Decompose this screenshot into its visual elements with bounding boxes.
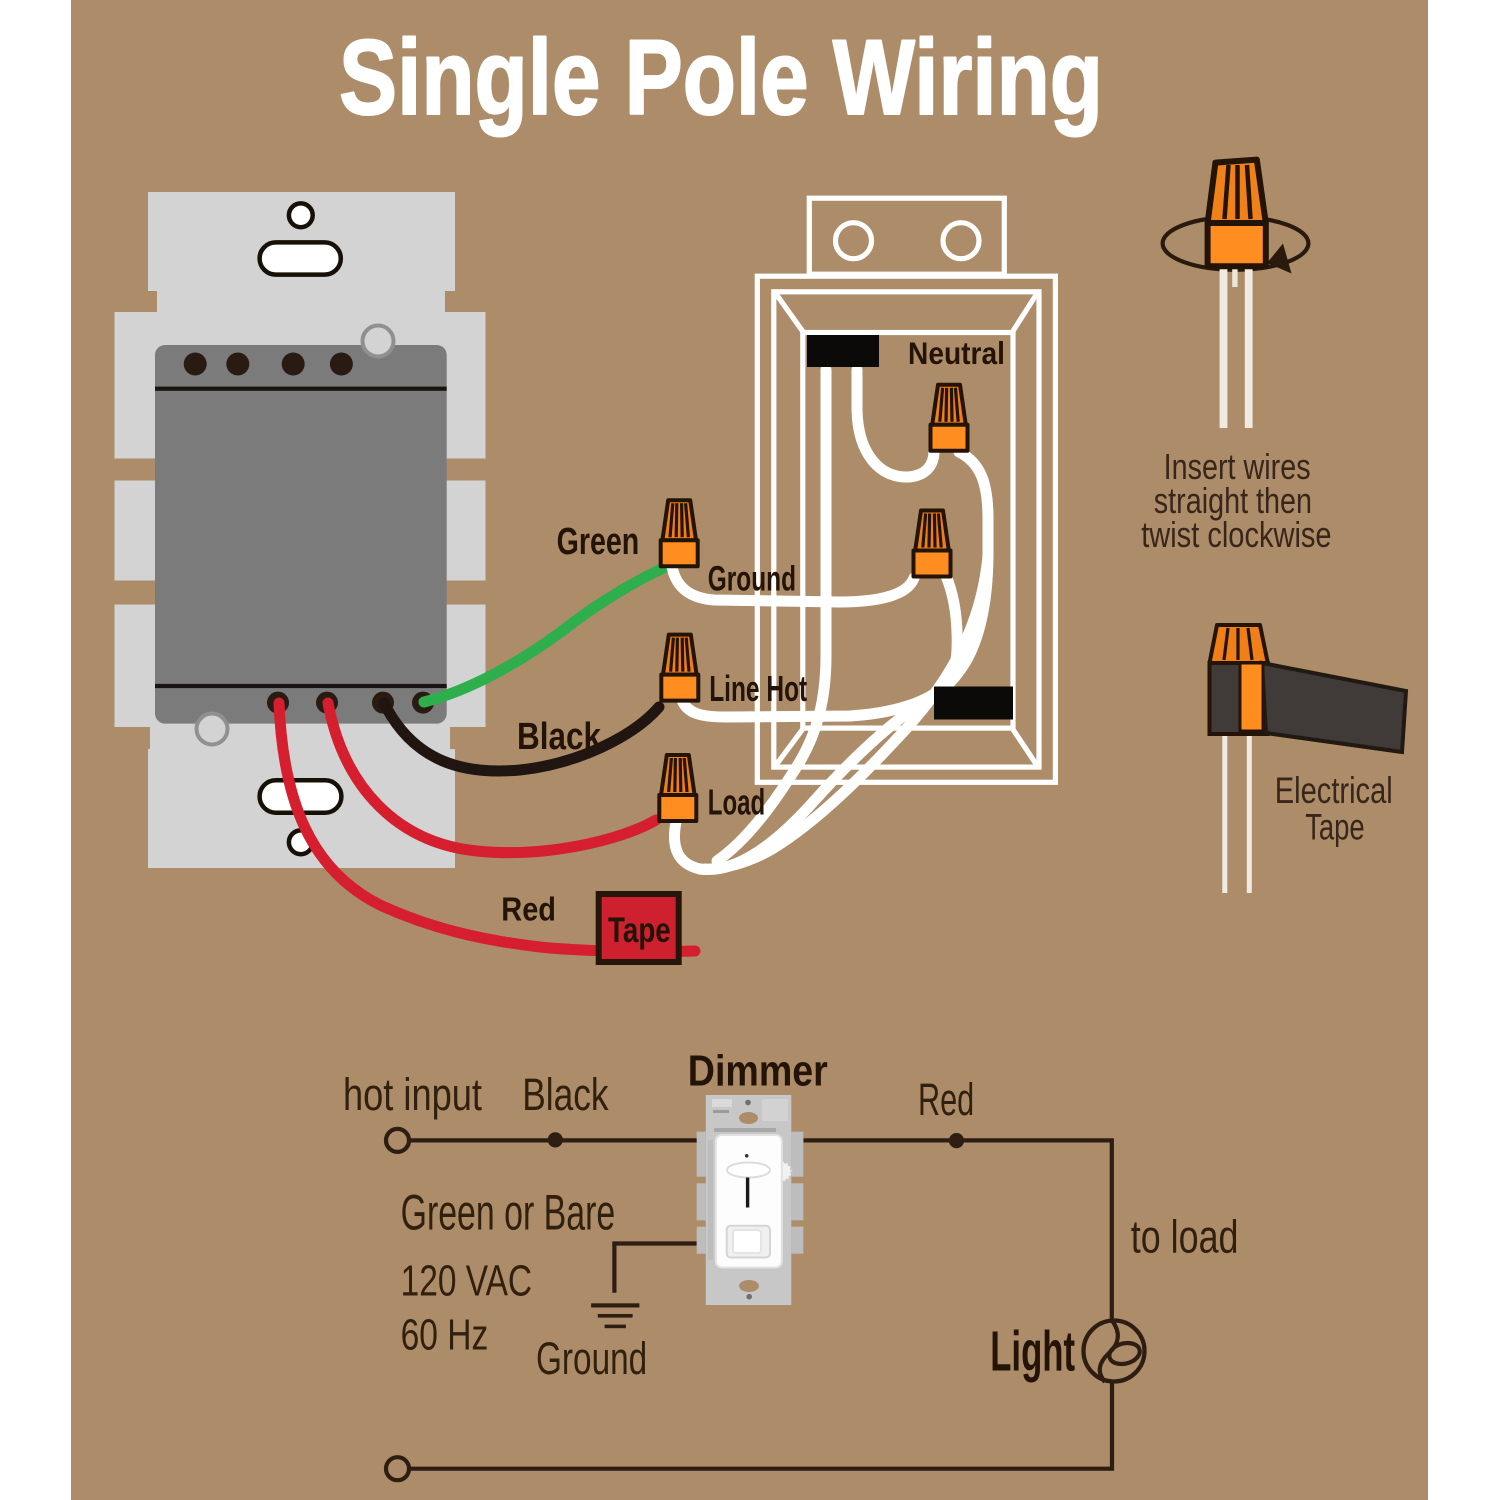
svg-text:to load: to load bbox=[1131, 1211, 1239, 1263]
svg-text:hot input: hot input bbox=[343, 1069, 482, 1120]
svg-text:Green: Green bbox=[557, 521, 640, 563]
svg-text:Tape: Tape bbox=[608, 911, 671, 950]
svg-text:Ground: Ground bbox=[536, 1333, 647, 1384]
svg-text:straight then: straight then bbox=[1154, 480, 1312, 521]
svg-text:Dimmer: Dimmer bbox=[688, 1047, 828, 1096]
svg-text:Single Pole Wiring: Single Pole Wiring bbox=[339, 17, 1103, 137]
svg-text:Red: Red bbox=[501, 891, 556, 928]
svg-text:Ground: Ground bbox=[708, 560, 796, 599]
svg-text:Black: Black bbox=[517, 716, 602, 758]
svg-text:Black: Black bbox=[522, 1069, 609, 1120]
svg-text:Load: Load bbox=[708, 782, 765, 823]
svg-text:120 VAC: 120 VAC bbox=[401, 1257, 532, 1306]
svg-text:Insert wires: Insert wires bbox=[1164, 446, 1311, 487]
svg-text:Neutral: Neutral bbox=[908, 335, 1005, 371]
svg-text:twist clockwise: twist clockwise bbox=[1141, 514, 1331, 555]
svg-text:Red: Red bbox=[918, 1074, 974, 1125]
svg-text:Light: Light bbox=[990, 1319, 1075, 1383]
svg-text:Electrical: Electrical bbox=[1275, 770, 1393, 811]
svg-text:Line Hot: Line Hot bbox=[709, 668, 807, 709]
svg-text:Green or Bare: Green or Bare bbox=[401, 1184, 616, 1240]
svg-text:60 Hz: 60 Hz bbox=[401, 1311, 489, 1360]
svg-text:Tape: Tape bbox=[1305, 807, 1365, 848]
